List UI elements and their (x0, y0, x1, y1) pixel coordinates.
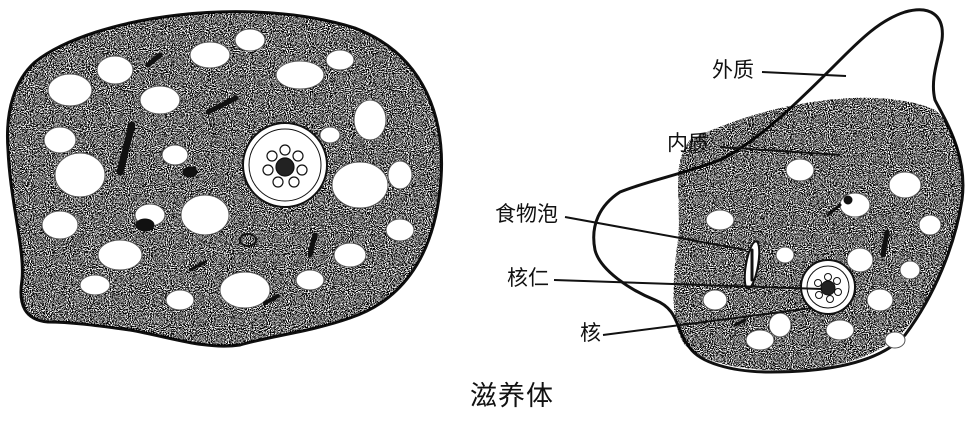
label-food-vacuole: 食物泡 (495, 204, 558, 225)
label-ectoplasm: 外质 (712, 60, 754, 81)
left-nucleus (243, 123, 327, 207)
label-endoplasm: 内质 (667, 133, 709, 154)
label-nucleus: 核 (580, 323, 601, 344)
left-trophozoite (0, 0, 460, 360)
right-trophozoite (554, 10, 968, 380)
figure-caption: 滋养体 (470, 383, 554, 410)
label-nucleolus: 核仁 (507, 268, 549, 289)
right-nucleus (801, 260, 855, 314)
